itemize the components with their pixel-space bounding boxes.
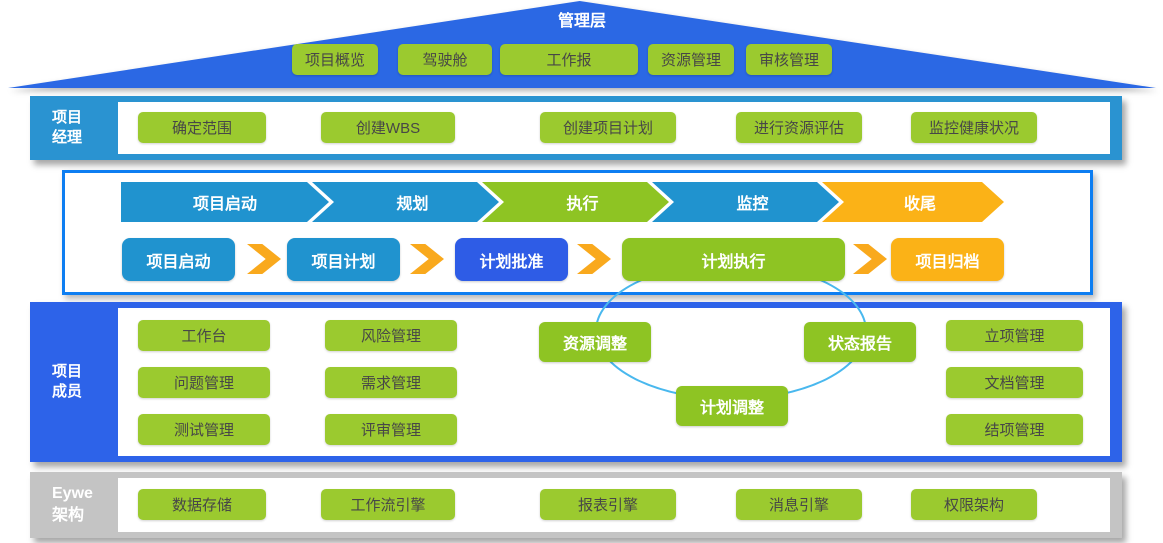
phase-chevron-closing: 收尾 <box>822 182 1004 222</box>
step-project-plan[interactable]: 项目计划 <box>287 238 400 281</box>
member-button-test-management[interactable]: 测试管理 <box>138 414 270 445</box>
manager-button-resource-evaluation[interactable]: 进行资源评估 <box>736 112 862 143</box>
chevron-right-icon <box>853 244 887 274</box>
platform-button-data-storage[interactable]: 数据存储 <box>138 489 266 520</box>
platform-button-report-engine[interactable]: 报表引擎 <box>540 489 676 520</box>
roof-button-project-overview[interactable]: 项目概览 <box>292 44 378 75</box>
project-member-panel: 工作台 问题管理 测试管理 风险管理 需求管理 评审管理 资源调整 状态报告 计… <box>118 308 1110 456</box>
member-button-initiation-management[interactable]: 立项管理 <box>946 320 1083 351</box>
phase-chevron-execution: 执行 <box>482 182 669 222</box>
cycle-box-plan-adjust[interactable]: 计划调整 <box>676 386 788 426</box>
roof-button-work-report[interactable]: 工作报 <box>500 44 638 75</box>
chevron-right-icon <box>247 244 281 274</box>
roof-button-audit-management[interactable]: 审核管理 <box>746 44 832 75</box>
phase-chevron-planning: 规划 <box>312 182 499 222</box>
roof-shape: 管理层 项目概览 驾驶舱 工作报 资源管理 审核管理 <box>8 1 1156 88</box>
project-manager-panel: 确定范围 创建WBS 创建项目计划 进行资源评估 监控健康状况 <box>118 102 1110 154</box>
platform-label: Eywe 架构 <box>52 485 93 524</box>
management-roof: 管理层 项目概览 驾驶舱 工作报 资源管理 审核管理 <box>8 1 1156 88</box>
chevron-right-icon <box>577 244 611 274</box>
step-project-archive[interactable]: 项目归档 <box>891 238 1004 281</box>
step-plan-execution[interactable]: 计划执行 <box>622 238 845 281</box>
manager-button-create-wbs[interactable]: 创建WBS <box>321 112 455 143</box>
member-button-requirement-management[interactable]: 需求管理 <box>325 367 457 398</box>
management-layer-title: 管理层 <box>557 13 607 30</box>
platform-button-message-engine[interactable]: 消息引擎 <box>736 489 862 520</box>
member-button-review-management[interactable]: 评审管理 <box>325 414 457 445</box>
member-button-document-management[interactable]: 文档管理 <box>946 367 1083 398</box>
project-manager-label: 项目 经理 <box>52 108 83 146</box>
process-panel: 项目启动 规划 执行 监控 收尾 项目启动 项目计划 计划批准 计划执行 项目归… <box>62 170 1093 295</box>
member-button-closure-management[interactable]: 结项管理 <box>946 414 1083 445</box>
roof-button-resource-management[interactable]: 资源管理 <box>648 44 734 75</box>
cycle-box-resource-adjust[interactable]: 资源调整 <box>539 322 651 362</box>
project-member-band: 项目 成员 工作台 问题管理 测试管理 风险管理 需求管理 评审管理 资源调整 … <box>30 302 1122 462</box>
platform-band: Eywe 架构 数据存储 工作流引擎 报表引擎 消息引擎 权限架构 <box>30 472 1122 538</box>
phase-chevron-monitoring: 监控 <box>652 182 839 222</box>
platform-panel: 数据存储 工作流引擎 报表引擎 消息引擎 权限架构 <box>118 478 1110 532</box>
manager-button-create-project-plan[interactable]: 创建项目计划 <box>540 112 676 143</box>
chevron-right-icon <box>410 244 444 274</box>
manager-button-monitor-health[interactable]: 监控健康状况 <box>911 112 1037 143</box>
project-member-label: 项目 成员 <box>52 362 83 400</box>
step-plan-approval[interactable]: 计划批准 <box>455 238 568 281</box>
platform-button-permission-architecture[interactable]: 权限架构 <box>911 489 1037 520</box>
phase-chevron-initiation: 项目启动 <box>121 182 329 222</box>
project-manager-band: 项目 经理 确定范围 创建WBS 创建项目计划 进行资源评估 监控健康状况 <box>30 96 1122 160</box>
platform-button-workflow-engine[interactable]: 工作流引擎 <box>321 489 455 520</box>
member-button-workbench[interactable]: 工作台 <box>138 320 270 351</box>
cycle-box-status-report[interactable]: 状态报告 <box>804 322 916 362</box>
roof-button-cockpit[interactable]: 驾驶舱 <box>398 44 492 75</box>
member-button-risk-management[interactable]: 风险管理 <box>325 320 457 351</box>
manager-button-define-scope[interactable]: 确定范围 <box>138 112 266 143</box>
member-button-issue-management[interactable]: 问题管理 <box>138 367 270 398</box>
step-project-start[interactable]: 项目启动 <box>122 238 235 281</box>
phase-row: 项目启动 规划 执行 监控 收尾 <box>121 182 1004 222</box>
